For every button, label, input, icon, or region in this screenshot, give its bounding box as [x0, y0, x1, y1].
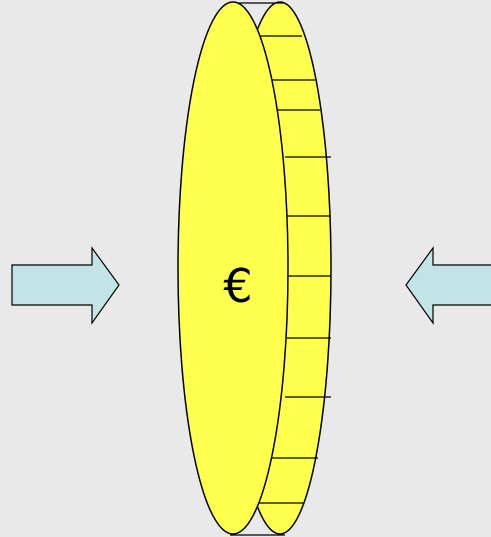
right-arrow-left-icon [405, 246, 491, 325]
coin-face [177, 1, 289, 535]
coin-ridges [254, 35, 331, 504]
euro-symbol: € [223, 259, 252, 313]
left-arrow-right-icon [11, 246, 120, 325]
